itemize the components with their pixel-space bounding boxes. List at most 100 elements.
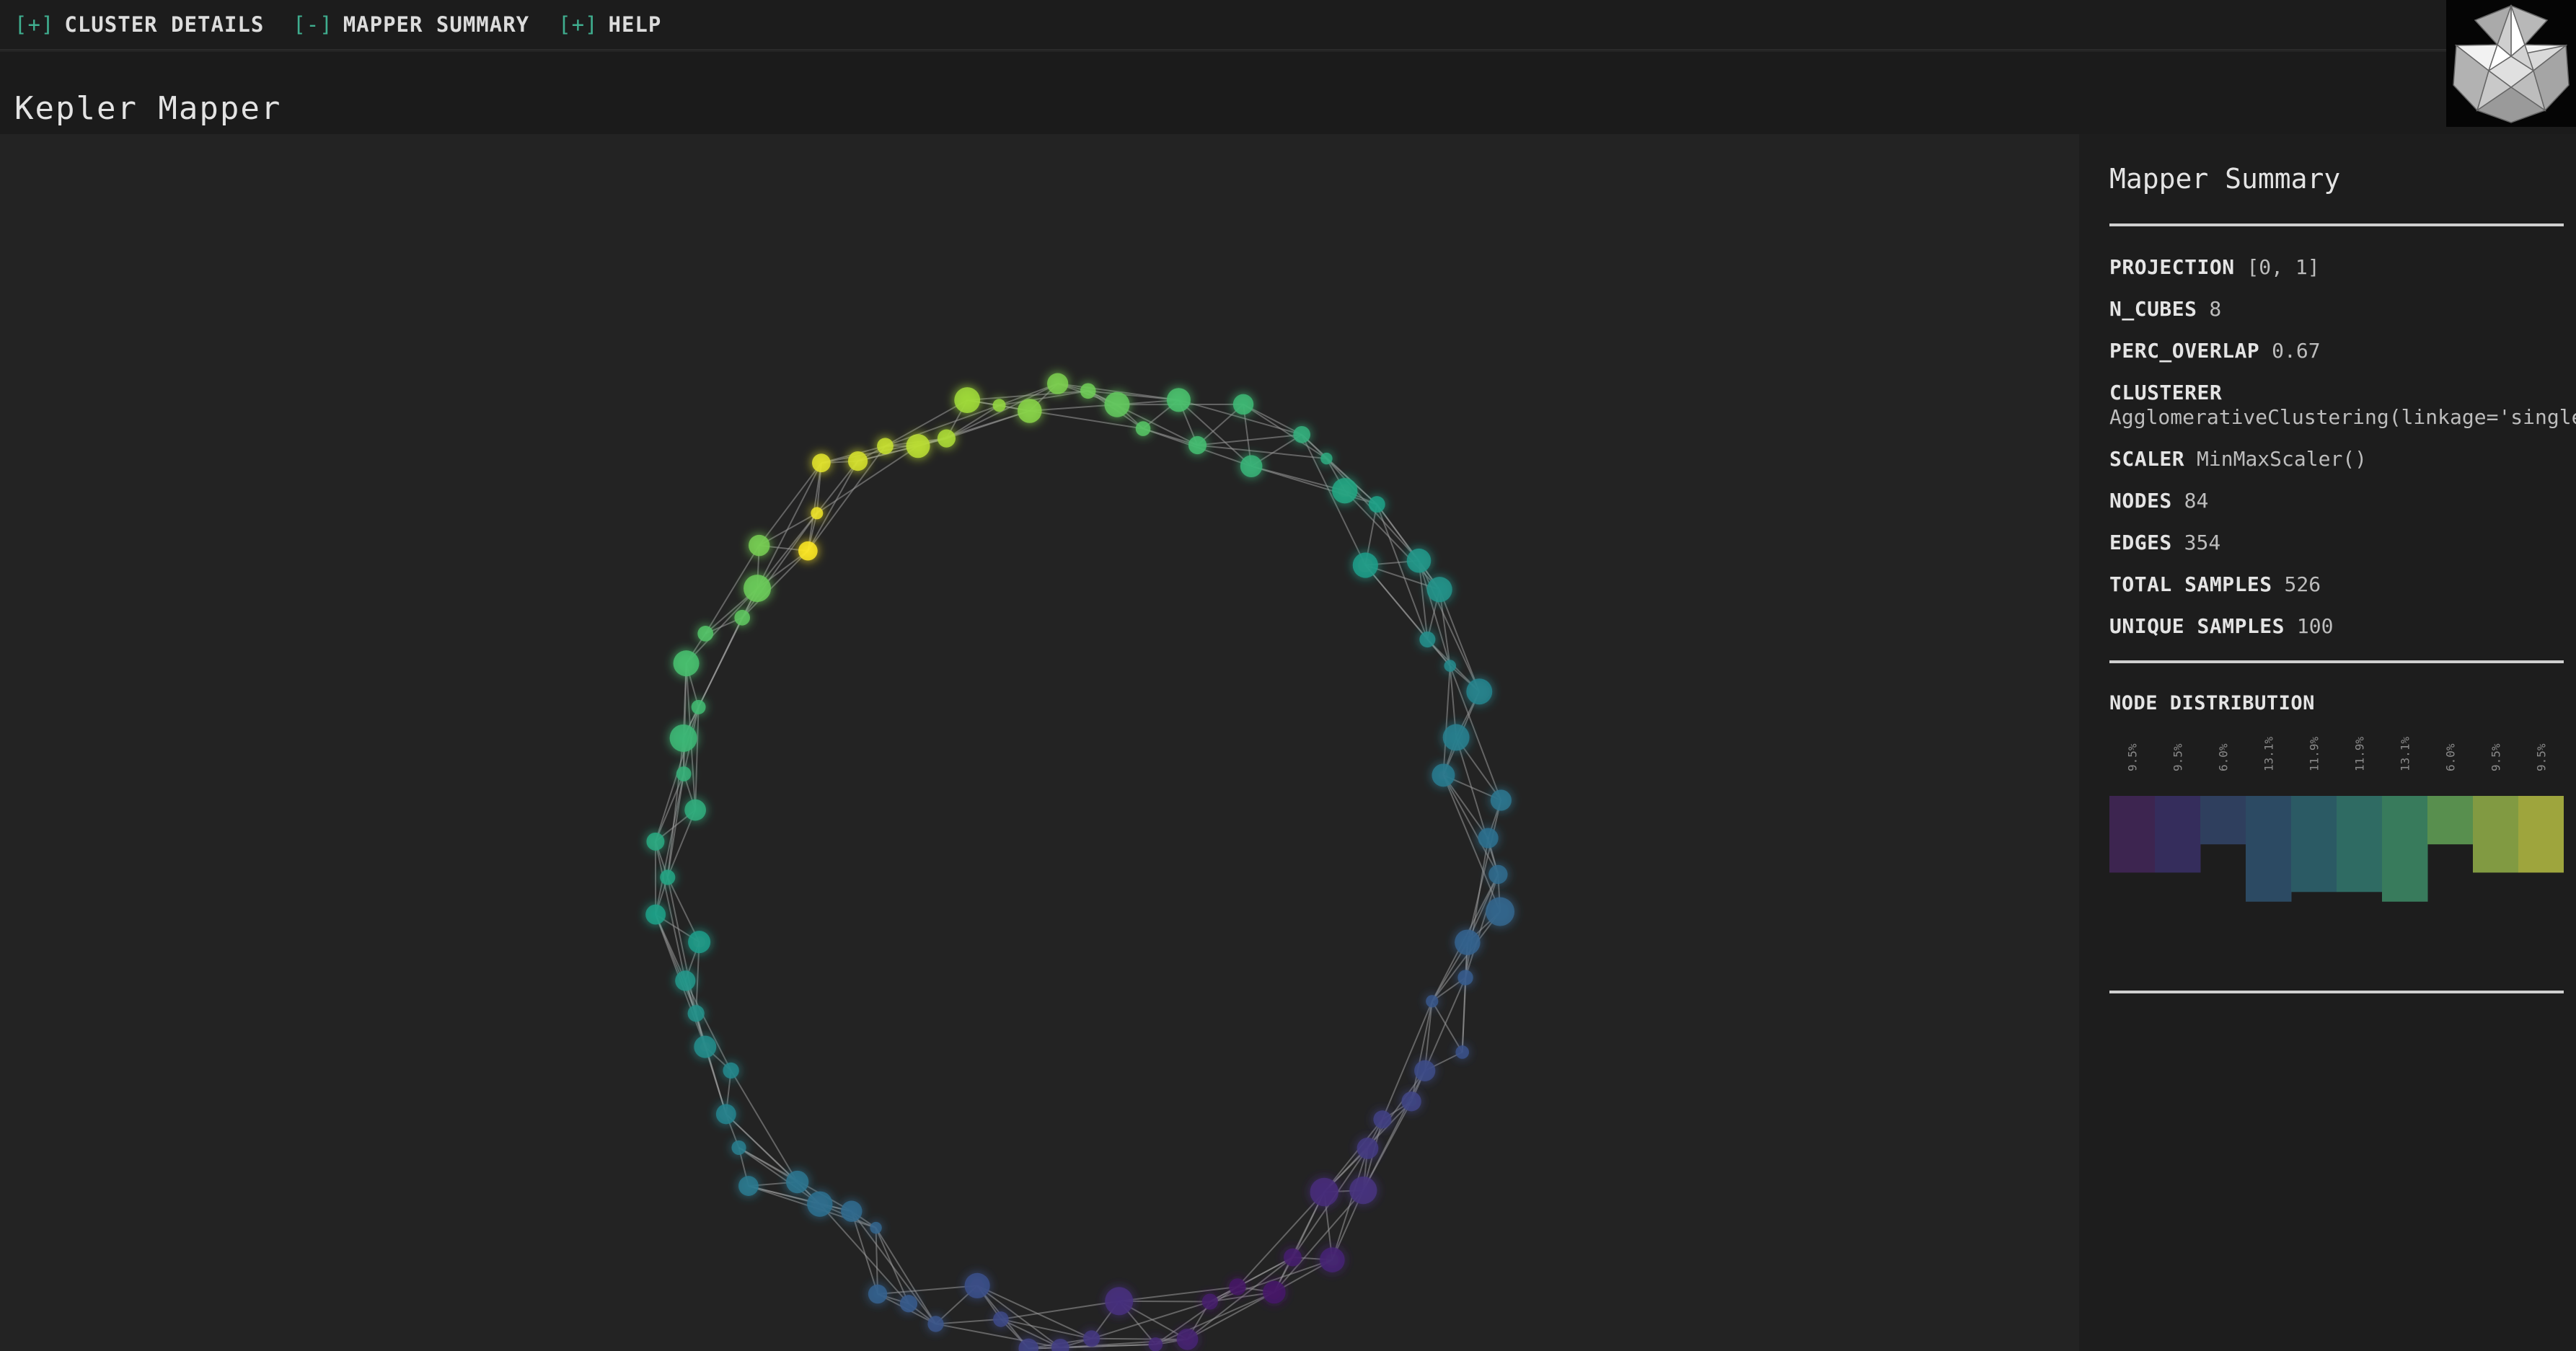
graph-node[interactable] (1284, 1248, 1302, 1267)
graph-node[interactable] (1357, 1137, 1379, 1159)
graph-node[interactable] (1426, 577, 1452, 603)
graph-node[interactable] (645, 904, 666, 925)
graph-node[interactable] (807, 1191, 833, 1217)
graph-node[interactable] (1046, 373, 1069, 394)
graph-node[interactable] (1104, 391, 1130, 417)
graph-node[interactable] (785, 1170, 809, 1194)
graph-node[interactable] (715, 1104, 736, 1125)
graph-node[interactable] (937, 429, 956, 448)
graph-node[interactable] (1188, 435, 1207, 455)
graph-node[interactable] (1332, 477, 1358, 504)
graph-node[interactable] (1320, 1247, 1345, 1272)
graph-node[interactable] (877, 438, 894, 455)
graph-node[interactable] (734, 609, 751, 626)
graph-node[interactable] (1080, 383, 1096, 399)
graph-node[interactable] (1310, 1177, 1339, 1207)
graph-edge (1362, 1101, 1412, 1191)
graph-node[interactable] (811, 453, 831, 473)
graph-node[interactable] (691, 699, 706, 714)
graph-node[interactable] (1148, 1337, 1163, 1351)
graph-node[interactable] (731, 1140, 746, 1155)
graph-node[interactable] (1455, 929, 1481, 955)
graph-node[interactable] (687, 1005, 705, 1022)
menu-cluster-details[interactable]: [+] CLUSTER DETAILS (14, 12, 264, 37)
distribution-bar (2200, 796, 2246, 845)
graph-node[interactable] (841, 1200, 863, 1222)
graph-node[interactable] (847, 451, 868, 471)
graph-node[interactable] (927, 1316, 944, 1332)
graph-node[interactable] (906, 434, 930, 459)
graph-node[interactable] (688, 931, 711, 954)
graph-node[interactable] (1414, 1060, 1436, 1081)
graph-node[interactable] (673, 650, 700, 677)
menu-help[interactable]: [+] HELP (558, 12, 661, 37)
graph-node[interactable] (1455, 1045, 1469, 1059)
graph-node[interactable] (1419, 631, 1436, 648)
graph-node[interactable] (899, 1295, 918, 1313)
graph-node[interactable] (675, 970, 696, 991)
graph-node[interactable] (1401, 1091, 1421, 1112)
graph-node[interactable] (1490, 789, 1512, 811)
graph-node[interactable] (684, 799, 706, 821)
graph-node[interactable] (811, 507, 824, 520)
graph-node[interactable] (993, 1311, 1009, 1327)
graph-node[interactable] (723, 1062, 739, 1079)
mapper-graph-canvas[interactable] (0, 134, 2079, 1351)
graph-node[interactable] (1352, 552, 1378, 578)
graph-node[interactable] (1478, 828, 1499, 849)
graph-node[interactable] (1444, 660, 1456, 672)
graph-node[interactable] (1083, 1330, 1100, 1347)
bar-label: 9.5% (2535, 743, 2549, 771)
summary-key: SCALER (2109, 447, 2185, 471)
graph-node[interactable] (1486, 897, 1515, 926)
menu-mapper-summary[interactable]: [-] MAPPER SUMMARY (293, 12, 529, 37)
graph-node[interactable] (954, 387, 981, 413)
graph-node[interactable] (992, 399, 1006, 412)
graph-node[interactable] (1457, 970, 1473, 985)
graph-node[interactable] (1466, 678, 1493, 705)
graph-node[interactable] (798, 541, 818, 561)
graph-node[interactable] (1368, 496, 1385, 513)
graph-node[interactable] (1176, 1328, 1199, 1350)
graph-edge (875, 1227, 909, 1304)
graph-node[interactable] (646, 832, 665, 851)
graph-node[interactable] (660, 869, 676, 885)
graph-node[interactable] (1166, 388, 1191, 412)
graph-node[interactable] (1051, 1338, 1069, 1351)
graph-node[interactable] (1263, 1280, 1286, 1304)
graph-node[interactable] (694, 1035, 717, 1058)
graph-node[interactable] (1406, 548, 1432, 573)
graph-edge (1466, 799, 1502, 943)
graph-node[interactable] (744, 575, 772, 603)
graph-node[interactable] (1349, 1177, 1377, 1205)
graph-node[interactable] (738, 1176, 759, 1196)
graph-node[interactable] (1426, 995, 1439, 1008)
graph-node[interactable] (676, 766, 692, 781)
graph-node[interactable] (669, 724, 697, 752)
graph-edge (1301, 434, 1367, 566)
graph-node[interactable] (1373, 1110, 1392, 1129)
graph-node[interactable] (1229, 1278, 1246, 1295)
graph-node[interactable] (964, 1272, 990, 1298)
graph-node[interactable] (1320, 452, 1333, 465)
graph-node[interactable] (1293, 426, 1311, 443)
graph-node[interactable] (1240, 455, 1263, 477)
graph-node[interactable] (1432, 763, 1455, 787)
graph-node[interactable] (1018, 1338, 1038, 1351)
graph-node[interactable] (1017, 399, 1042, 423)
graph-node[interactable] (1105, 1287, 1134, 1316)
graph-node[interactable] (870, 1221, 882, 1234)
graph-edge (1274, 1190, 1364, 1293)
graph-node[interactable] (1201, 1293, 1218, 1310)
graph-edge (1442, 774, 1499, 875)
graph-edge (1119, 1285, 1238, 1302)
graph-node[interactable] (1232, 394, 1254, 415)
graph-node[interactable] (1135, 421, 1151, 436)
graph-node[interactable] (1442, 724, 1470, 751)
graph-node[interactable] (748, 534, 770, 557)
graph-node[interactable] (868, 1284, 888, 1304)
graph-node[interactable] (1488, 864, 1508, 885)
graph-node[interactable] (697, 626, 714, 642)
divider (2109, 223, 2564, 226)
mapper-graph[interactable] (0, 134, 2079, 1351)
